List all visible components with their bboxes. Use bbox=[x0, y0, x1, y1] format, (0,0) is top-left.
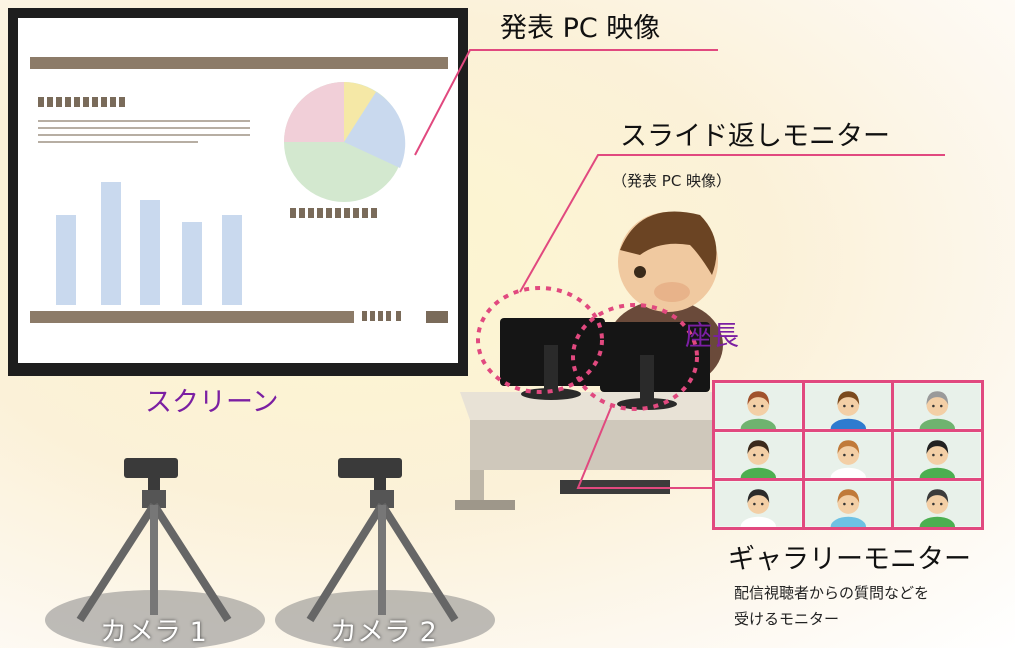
label-slide-return-sub: （発表 PC 映像） bbox=[612, 172, 732, 190]
label-camera-2: カメラ 2 bbox=[330, 617, 437, 648]
camera-2 bbox=[306, 458, 459, 623]
highlight-circle-2 bbox=[571, 303, 699, 411]
participant-tile bbox=[715, 383, 802, 429]
participant-tile bbox=[894, 383, 981, 429]
participant-tile bbox=[894, 432, 981, 478]
participant-avatar bbox=[894, 383, 981, 429]
label-gallery-desc-1: 配信視聴者からの質問などを bbox=[734, 584, 930, 602]
participant-tile bbox=[804, 432, 892, 478]
participant-tile bbox=[894, 481, 981, 527]
participant-avatar bbox=[804, 481, 892, 527]
callout-line-slide-return bbox=[519, 154, 945, 293]
projection-screen bbox=[8, 8, 468, 376]
callout-line-pc bbox=[414, 49, 718, 156]
gallery-monitor-grid bbox=[712, 380, 984, 530]
participant-tile bbox=[804, 383, 892, 429]
participant-avatar bbox=[715, 432, 802, 478]
label-chair: 座長 bbox=[685, 321, 739, 352]
camera-1 bbox=[76, 458, 232, 623]
participant-tile bbox=[715, 432, 802, 478]
label-camera-1: カメラ 1 bbox=[100, 617, 207, 648]
slide-pie-chart bbox=[284, 82, 406, 202]
label-slide-return-monitor: スライド返しモニター bbox=[620, 121, 890, 152]
label-gallery-desc-2: 受けるモニター bbox=[734, 610, 840, 628]
participant-tile bbox=[804, 481, 892, 527]
participant-avatar bbox=[804, 383, 892, 429]
participant-avatar bbox=[894, 432, 981, 478]
label-screen: スクリーン bbox=[145, 387, 279, 418]
participant-avatar bbox=[894, 481, 981, 527]
participant-avatar bbox=[715, 383, 802, 429]
label-gallery-monitor: ギャラリーモニター bbox=[728, 544, 971, 575]
callout-line-gallery bbox=[576, 404, 712, 489]
highlight-circle-1 bbox=[476, 286, 604, 394]
label-presentation-pc: 発表 PC 映像 bbox=[500, 13, 661, 44]
participant-avatar bbox=[715, 481, 802, 527]
participant-avatar bbox=[804, 432, 892, 478]
chair-monitor bbox=[600, 322, 710, 410]
participant-tile bbox=[715, 481, 802, 527]
slide-bar-chart bbox=[56, 182, 242, 305]
